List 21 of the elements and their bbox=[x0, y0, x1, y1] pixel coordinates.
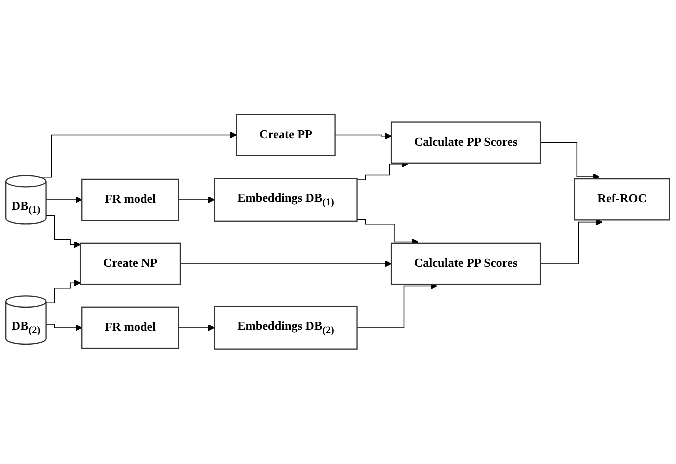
node-box: Create NP bbox=[80, 242, 182, 286]
arrow bbox=[40, 132, 238, 178]
arrow bbox=[46, 196, 82, 204]
arrow bbox=[540, 142, 600, 180]
node-box: Create PP bbox=[236, 114, 336, 156]
arrow bbox=[180, 260, 392, 268]
node-box: Calculate PP Scores bbox=[390, 122, 542, 164]
node-box: Embeddings DB$_{(1)}$ bbox=[214, 178, 358, 222]
arrow bbox=[334, 133, 392, 140]
arrow bbox=[46, 324, 82, 332]
node-box: Embeddings DB$_{(2)}$ bbox=[214, 306, 358, 350]
arrow bbox=[46, 280, 82, 304]
node-box: FR model bbox=[82, 306, 180, 350]
arrow bbox=[46, 215, 82, 248]
node-box: FR model bbox=[82, 178, 180, 222]
arrow bbox=[356, 161, 408, 180]
node-box: Calculate PP Scores bbox=[390, 242, 542, 286]
arrow bbox=[178, 196, 216, 204]
arrow bbox=[178, 324, 216, 332]
node-box: Ref-ROC bbox=[574, 178, 670, 221]
arrow bbox=[540, 218, 603, 264]
